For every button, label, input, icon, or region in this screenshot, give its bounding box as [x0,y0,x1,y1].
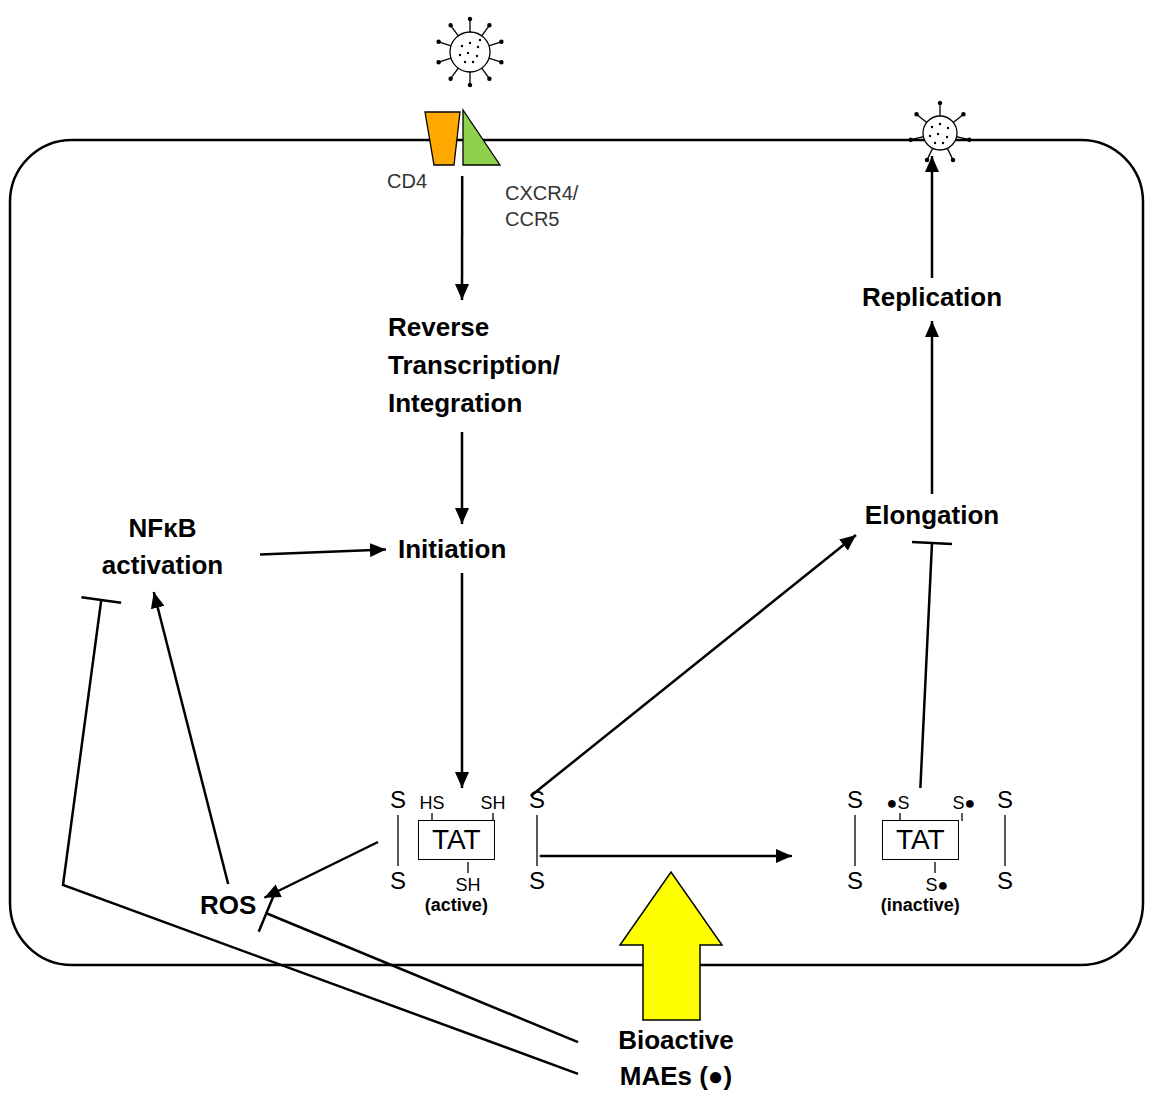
molecule-label: ROS [200,890,256,921]
arrow [461,573,464,788]
node-text: Reverse Transcription/ Integration [388,308,588,422]
atom-label: S [997,869,1013,893]
process-label: Reverse Transcription/ Integration [388,308,588,422]
bond-lines [398,813,1005,873]
arrow [260,550,386,555]
cell-membrane [10,140,1143,965]
node-text: ROS [200,890,256,921]
cd4-receptor [425,112,460,165]
node-text: Replication [842,282,1022,313]
protein-name: TAT [432,823,481,857]
atom-label: S [390,869,406,893]
atom-label: S [847,788,863,812]
arrow [931,321,934,494]
arrow [531,535,856,796]
arrow [461,432,464,524]
protein-box: TAT(inactive) [882,820,959,860]
process-label: Initiation [398,534,506,565]
atom-label: S● [926,876,949,894]
inhibition-bar [912,542,952,544]
coreceptor-name: CXCR4/ CCR5 [505,180,591,232]
treatment-arrow [620,872,722,1020]
atom-label: ●S [887,794,910,812]
process-label: Elongation [852,500,1012,531]
receptor-complex: CD4CXCR4/ CCR5 [423,108,503,168]
node-text: Elongation [852,500,1012,531]
atom-label: S [390,788,406,812]
state-label: (inactive) [881,895,960,916]
inhibition-line [920,543,932,788]
treatment-label: Bioactive MAEs (●) [586,1022,766,1094]
atom-label: S [997,788,1013,812]
virus-particle [437,17,503,86]
atom-label: S● [953,794,976,812]
atom-label: S [529,788,545,812]
node-text: Bioactive MAEs (●) [586,1022,766,1094]
receptor-shapes [423,108,503,168]
protein-name: TAT [896,823,945,857]
process-label: Replication [842,282,1022,313]
state-label: (active) [425,895,488,916]
atom-label: SH [480,794,505,812]
process-label: NFκB activation [75,510,250,584]
arrow [154,592,228,884]
arrow [264,842,378,898]
inhibition-bar [81,597,121,602]
node-text: NFκB activation [75,510,250,584]
atom-label: S [847,869,863,893]
release-arrow [931,156,934,278]
protein-box: TAT(active) [418,820,495,860]
receptor-name: CD4 [387,168,427,194]
arrow [540,855,792,858]
atom-label: HS [419,794,444,812]
atom-label: SH [455,876,480,894]
coreceptor [463,110,500,165]
arrow [461,176,464,300]
budding-virus [909,101,971,161]
atom-label: S [529,869,545,893]
connectors [63,176,952,1074]
inhibition-line [63,600,578,1074]
inhibition-bar [259,895,274,932]
node-text: Initiation [398,534,506,565]
